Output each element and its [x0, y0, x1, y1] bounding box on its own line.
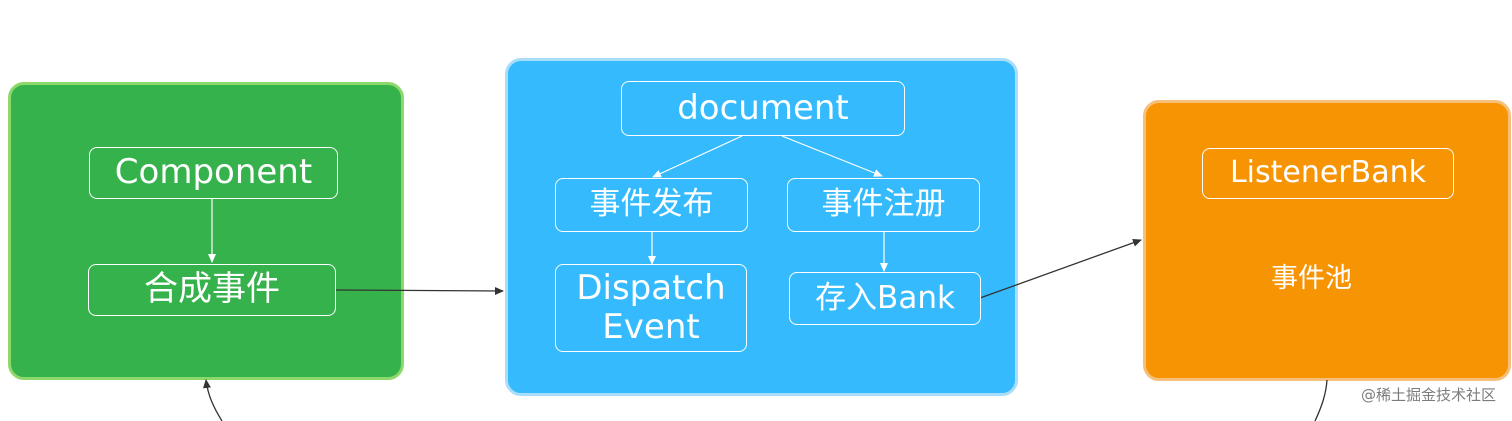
curve-bottom-left: [203, 379, 223, 421]
arrow-document-to-publish: [652, 135, 743, 178]
event-publish-node: 事件发布: [555, 178, 748, 232]
synthetic-event-node: 合成事件: [88, 264, 336, 316]
store-bank-node: 存入Bank: [789, 272, 981, 325]
listener-bank-node: ListenerBank: [1202, 148, 1454, 199]
event-register-node: 事件注册: [787, 178, 980, 232]
curve-bottom-right: [1314, 379, 1328, 421]
watermark-text: @稀土掘金技术社区: [1360, 386, 1496, 404]
listener-bank-panel: [1143, 100, 1511, 381]
arrow-document-to-register: [781, 135, 883, 177]
arrow-synthetic-to-document: [335, 286, 504, 295]
dispatch-event-node: Dispatch Event: [555, 264, 747, 352]
document-panel: [505, 58, 1018, 396]
event-pool-label: 事件池: [1271, 263, 1352, 294]
arrow-store-to-listenerbank: [979, 238, 1142, 299]
component-node: Component: [89, 147, 338, 199]
document-node: document: [621, 81, 905, 136]
component-panel: [8, 82, 404, 380]
